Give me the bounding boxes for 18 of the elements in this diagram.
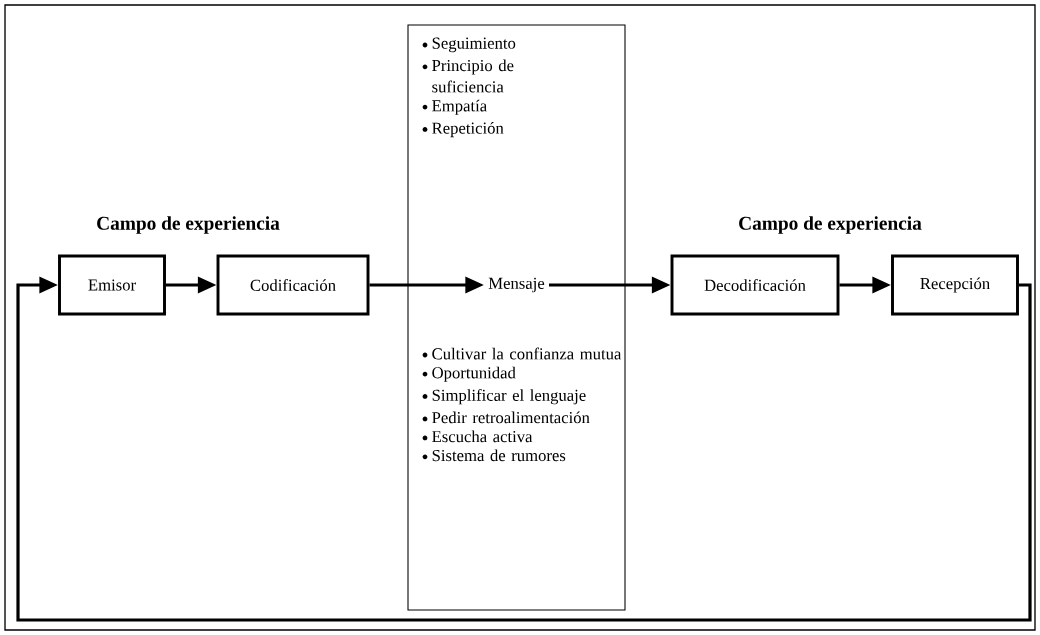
process-box: Decodificación [670, 254, 840, 316]
list-item: Repetición [422, 122, 504, 138]
arrow [16, 276, 1032, 622]
process-box: Recepción [891, 254, 1019, 316]
list-item: Cultivar la confianza mutua [422, 347, 622, 360]
list-item: Principio de suficiencia [422, 59, 514, 93]
message-label: Mensaje [488, 277, 545, 293]
list-item: Sistema de rumores [422, 449, 566, 462]
process-box: Emisor [58, 254, 166, 316]
list-item: Oportunidad [422, 366, 516, 382]
list-item: Empatía [422, 99, 487, 115]
heading: Campo de experiencia [97, 216, 280, 234]
heading: Campo de experiencia [739, 216, 922, 234]
list-item: Escucha activa [422, 430, 533, 443]
list-item: Seguimiento [422, 37, 516, 53]
process-box: Codificación [216, 254, 370, 316]
list-item: Simplificar el lenguaje [422, 389, 586, 405]
list-item: Pedir retroalimentación [422, 411, 590, 424]
